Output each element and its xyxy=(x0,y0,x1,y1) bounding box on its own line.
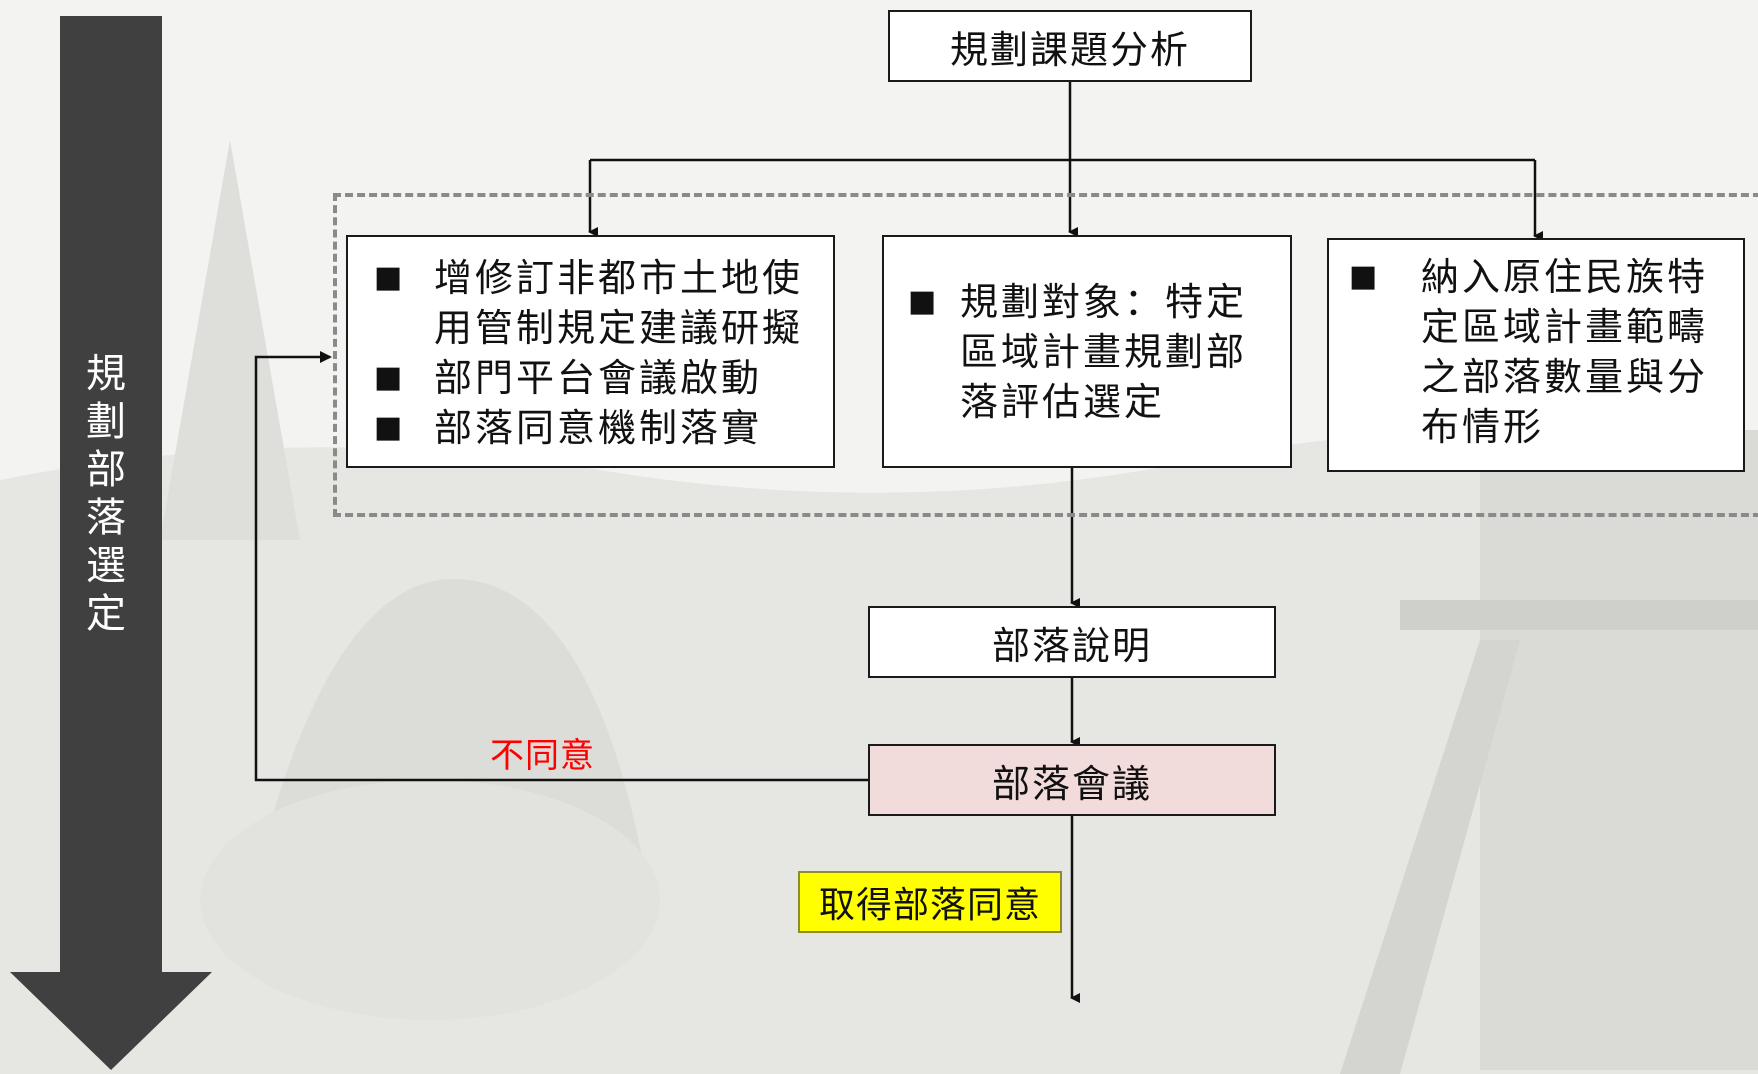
middle-box-item: ■規劃對象：特定區域計畫規劃部落評估選定 xyxy=(908,277,1270,427)
tribal-meeting-label: 部落會議 xyxy=(991,761,1152,806)
side-arrow-label: 規劃部落選定 xyxy=(86,351,126,637)
left-box: ■增修訂非都市土地使用管制規定建議研擬 ■部門平台會議啟動 ■部落同意機制落實 xyxy=(346,235,835,468)
left-box-item: ■增修訂非都市土地使用管制規定建議研擬 xyxy=(374,253,821,353)
tribal-briefing-label: 部落說明 xyxy=(991,623,1152,668)
bullet-square-icon: ■ xyxy=(908,284,940,319)
left-box-item: ■部落同意機制落實 xyxy=(374,403,821,453)
left-box-item: ■部門平台會議啟動 xyxy=(374,353,821,403)
consent-obtained-label: 取得部落同意 xyxy=(818,885,1041,926)
consent-obtained-tag: 取得部落同意 xyxy=(798,871,1062,933)
right-box: ■納入原住民族特定區域計畫範疇之部落數量與分布情形 xyxy=(1327,238,1745,472)
bullet-square-icon: ■ xyxy=(374,360,406,395)
side-arrow-shape xyxy=(10,16,212,1070)
tribal-briefing-box: 部落說明 xyxy=(868,606,1276,678)
dashed-group-frame xyxy=(333,193,1758,517)
bullet-square-icon: ■ xyxy=(374,410,406,445)
middle-box-list: ■規劃對象：特定區域計畫規劃部落評估選定 xyxy=(908,277,1270,427)
right-box-list: ■納入原住民族特定區域計畫範疇之部落數量與分布情形 xyxy=(1349,252,1733,452)
tribal-meeting-box: 部落會議 xyxy=(868,744,1276,816)
bullet-square-icon: ■ xyxy=(1349,259,1381,294)
middle-box: ■規劃對象：特定區域計畫規劃部落評估選定 xyxy=(882,235,1292,468)
disagree-label: 不同意 xyxy=(490,736,595,776)
right-box-item: ■納入原住民族特定區域計畫範疇之部落數量與分布情形 xyxy=(1349,252,1733,452)
top-box-planning-issue-analysis: 規劃課題分析 xyxy=(888,10,1252,82)
top-box-label: 規劃課題分析 xyxy=(949,27,1190,72)
bullet-square-icon: ■ xyxy=(374,260,406,295)
left-box-list: ■增修訂非都市土地使用管制規定建議研擬 ■部門平台會議啟動 ■部落同意機制落實 xyxy=(374,253,821,453)
